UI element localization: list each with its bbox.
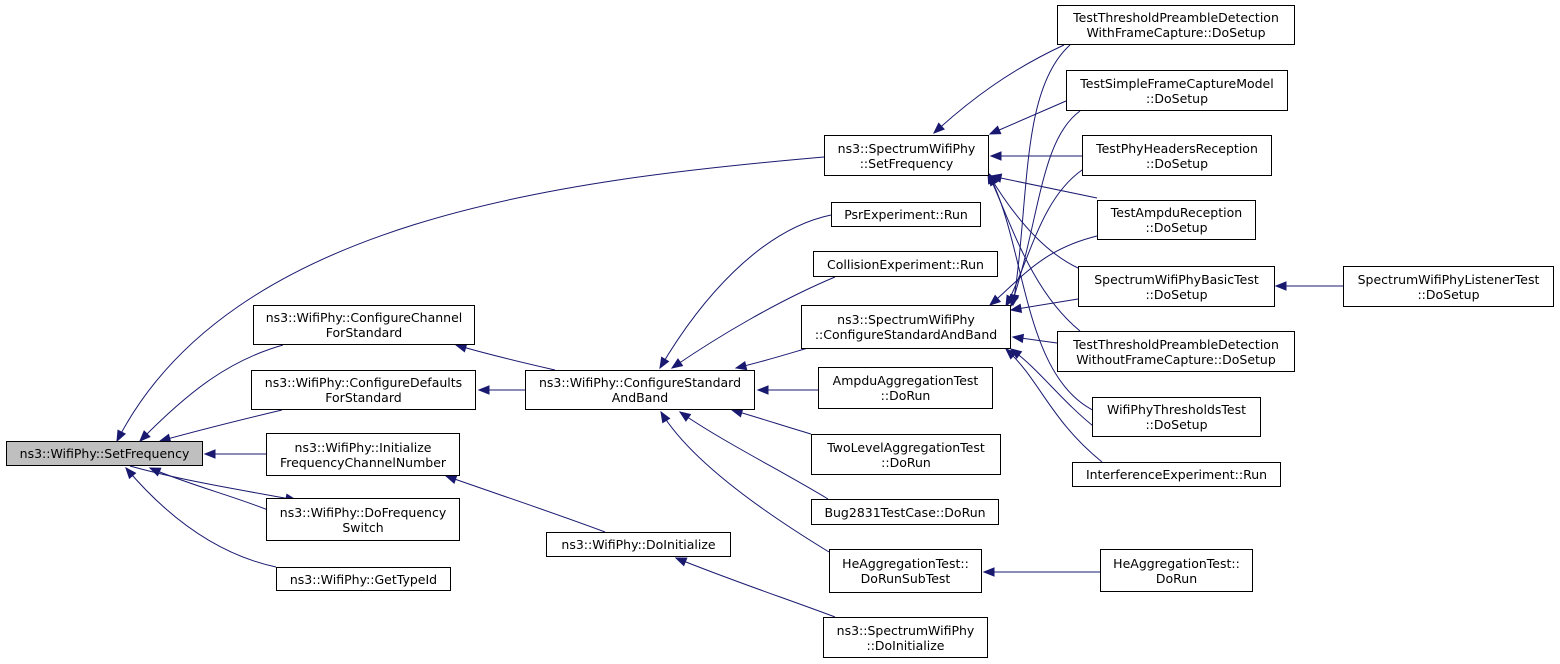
node-he-sub[interactable]: HeAggregationTest:: DoRunSubTest	[829, 549, 982, 593]
node-phy-hdr[interactable]: TestPhyHeadersReception ::DoSetup	[1082, 135, 1272, 176]
node-simple-fc[interactable]: TestSimpleFrameCaptureModel ::DoSetup	[1066, 70, 1288, 111]
node-set-freq: ns3::WifiPhy::SetFrequency	[6, 441, 203, 466]
arrowhead-basic_test-to-spec_cfg_std	[1009, 303, 1023, 313]
arrowhead-ampdu_rx-to-spec_cfg_std	[988, 294, 1002, 306]
arrowhead-phy_hdr-to-spec_set_freq	[989, 151, 1002, 161]
node-interf-run[interactable]: InterferenceExperiment::Run	[1072, 462, 1281, 487]
edge-simple_fc-to-spec_set_freq	[989, 100, 1067, 135]
edge-thresholds-to-spec_cfg_std	[1010, 348, 1099, 431]
arrowhead-he_sub-to-cfg_std_band	[660, 410, 671, 424]
edge-cfg_chan-to-set_freq	[139, 344, 284, 442]
node-thresholds[interactable]: WifiPhyThresholdsTest ::DoSetup	[1092, 397, 1261, 437]
node-init-freq[interactable]: ns3::WifiPhy::Initialize FrequencyChanne…	[266, 433, 460, 476]
node-spec-set-freq[interactable]: ns3::SpectrumWifiPhy ::SetFrequency	[824, 135, 989, 176]
arrowhead-tt_without-to-spec_cfg_std	[1011, 333, 1025, 344]
node-do-init[interactable]: ns3::WifiPhy::DoInitialize	[546, 532, 731, 557]
node-ampdu-rx[interactable]: TestAmpduReception ::DoSetup	[1097, 200, 1256, 240]
node-spec-cfg-std[interactable]: ns3::SpectrumWifiPhy ::ConfigureStandard…	[801, 305, 1011, 349]
edge-ampdu_rx-to-spec_cfg_std	[989, 235, 1098, 306]
arrowhead-cfg_std_band-to-cfg_chan	[454, 343, 468, 353]
arrowhead-tt_with-to-spec_set_freq	[933, 122, 945, 134]
edge-tt_with-to-spec_cfg_std	[1012, 44, 1071, 306]
arrowhead-cfg_std_band-to-cfg_def	[477, 385, 490, 395]
node-get-type-id[interactable]: ns3::WifiPhy::GetTypeId	[276, 567, 451, 591]
arrowhead-spec_cfg_std-to-cfg_std_band	[734, 360, 748, 371]
edge-tt_with-to-spec_set_freq	[933, 44, 1065, 134]
node-he-run[interactable]: HeAggregationTest:: DoRun	[1100, 549, 1253, 592]
node-cfg-def[interactable]: ns3::WifiPhy::ConfigureDefaults ForStand…	[251, 370, 476, 410]
edge-psr_run-to-cfg_std_band	[659, 214, 832, 369]
edge-get_type_id-to-set_freq	[125, 467, 277, 568]
edge-do_freq_switch-to-set_freq	[149, 467, 269, 511]
edge-coll_run-to-cfg_std_band	[671, 276, 836, 369]
arrowhead-do_init-to-init_freq	[444, 475, 458, 484]
edge-do_init-to-init_freq	[445, 475, 606, 533]
arrowhead-coll_run-to-cfg_std_band	[670, 358, 684, 369]
arrowhead-thresholds-to-spec_set_freq	[987, 171, 998, 185]
edge-interf_run-to-spec_cfg_std	[1005, 348, 1103, 463]
arrowhead-two_level-to-cfg_std_band	[730, 408, 744, 418]
arrowhead-psr_run-to-cfg_std_band	[659, 356, 670, 370]
node-do-freq-switch[interactable]: ns3::WifiPhy::DoFrequency Switch	[266, 498, 460, 541]
arrowhead-cfg_chan-to-set_freq	[139, 430, 151, 442]
edge-set_freq-to-do_freq_switch	[129, 465, 297, 501]
node-psr-run[interactable]: PsrExperiment::Run	[831, 202, 981, 227]
node-spec-do-init[interactable]: ns3::SpectrumWifiPhy ::DoInitialize	[823, 617, 988, 658]
arrowhead-init_freq-to-set_freq	[203, 449, 216, 459]
node-tt-without[interactable]: TestThresholdPreambleDetection WithoutFr…	[1057, 331, 1295, 372]
node-bug2831[interactable]: Bug2831TestCase::DoRun	[811, 499, 999, 525]
node-tt-with[interactable]: TestThresholdPreambleDetection WithFrame…	[1057, 5, 1295, 45]
arrowhead-he_run-to-he_sub	[982, 567, 995, 577]
edge-cfg_std_band-to-cfg_chan	[455, 344, 556, 371]
edge-two_level-to-cfg_std_band	[731, 409, 812, 435]
node-basic-test[interactable]: SpectrumWifiPhyBasicTest ::DoSetup	[1078, 266, 1275, 307]
arrowhead-get_type_id-to-set_freq	[125, 466, 137, 480]
arrowhead-bug2831-to-cfg_std_band	[678, 411, 692, 422]
edge-spec_do_init-to-do_init	[675, 557, 836, 618]
arrowhead-spec_do_init-to-do_init	[674, 557, 688, 567]
edge-spec_set_freq-to-set_freq	[116, 156, 825, 442]
edge-cfg_def-to-set_freq	[159, 409, 283, 442]
edge-basic_test-to-spec_cfg_std	[1010, 298, 1079, 311]
arrowhead-interf_run-to-spec_cfg_std	[1005, 348, 1017, 360]
edge-phy_hdr-to-spec_cfg_std	[1005, 169, 1083, 307]
edge-ampdu_rx-to-spec_set_freq	[990, 175, 1098, 199]
arrowhead-simple_fc-to-spec_set_freq	[988, 125, 1002, 135]
node-listener[interactable]: SpectrumWifiPhyListenerTest ::DoSetup	[1343, 266, 1554, 307]
edge-basic_test-to-spec_set_freq	[988, 174, 1079, 269]
node-two-level[interactable]: TwoLevelAggregationTest ::DoRun	[811, 434, 1001, 475]
arrowhead-spec_set_freq-to-set_freq	[116, 429, 126, 443]
edge-bug2831-to-cfg_std_band	[679, 411, 829, 500]
node-ampdu-agg[interactable]: AmpduAggregationTest ::DoRun	[818, 367, 993, 409]
arrowhead-phy_hdr-to-spec_cfg_std	[1005, 294, 1016, 308]
node-cfg-chan[interactable]: ns3::WifiPhy::ConfigureChannel ForStanda…	[253, 305, 475, 345]
node-coll-run[interactable]: CollisionExperiment::Run	[813, 251, 998, 277]
node-cfg-std-band[interactable]: ns3::WifiPhy::ConfigureStandard AndBand	[525, 370, 755, 410]
edge-thresholds-to-spec_set_freq	[987, 172, 1119, 420]
arrowhead-ampdu_agg-to-cfg_std_band	[756, 385, 769, 395]
arrowhead-listener-to-basic_test	[1274, 281, 1287, 291]
edge-he_sub-to-cfg_std_band	[660, 411, 830, 553]
